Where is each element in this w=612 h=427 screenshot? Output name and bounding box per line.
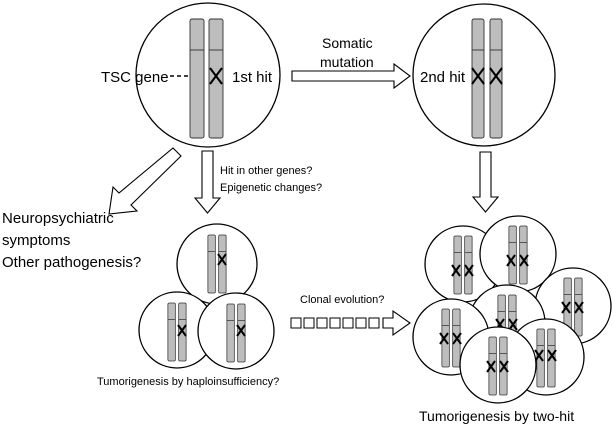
somatic-mutation-label-line1: Somatic (322, 35, 373, 51)
haploinsufficiency-arrow (193, 150, 222, 214)
first-hit-marker (209, 67, 223, 85)
chromosome-pair (189, 18, 224, 139)
hit-other-genes-label: Hit in other genes? (220, 165, 312, 177)
cell (176, 223, 258, 305)
somatic-mutation-label-line2: mutation (320, 54, 374, 70)
second-hit-marker (471, 67, 503, 85)
top-right-cell (412, 3, 556, 147)
haploinsufficiency-label: Tumorigenesis by haploinsufficiency? (97, 376, 279, 388)
neuropsychiatric-label-line2: symptoms (2, 232, 70, 249)
two-hit-label: Tumorigenesis by two-hit (419, 408, 574, 424)
cell (459, 326, 537, 404)
cell (197, 292, 275, 370)
clonal-evolution-label: Clonal evolution? (300, 294, 384, 306)
epigenetic-changes-label: Epigenetic changes? (220, 182, 322, 194)
top-left-cell (135, 2, 281, 148)
two-hit-cell-cluster (412, 215, 612, 404)
first-hit-label: 1st hit (232, 69, 273, 86)
two-hit-arrow (471, 151, 500, 213)
tsc-gene-label: TSC gene (101, 69, 169, 86)
other-pathogenesis-label: Other pathogenesis? (2, 254, 141, 271)
neuropsychiatric-arrow (108, 147, 182, 215)
clonal-evolution-arrow (290, 309, 411, 337)
chromosome-pair (471, 18, 503, 139)
haploinsufficient-cell-cluster (138, 223, 275, 370)
neuropsychiatric-label-line1: Neuropsychiatric (2, 210, 114, 227)
somatic-mutation-arrow (291, 62, 411, 90)
second-hit-label: 2nd hit (420, 69, 466, 86)
